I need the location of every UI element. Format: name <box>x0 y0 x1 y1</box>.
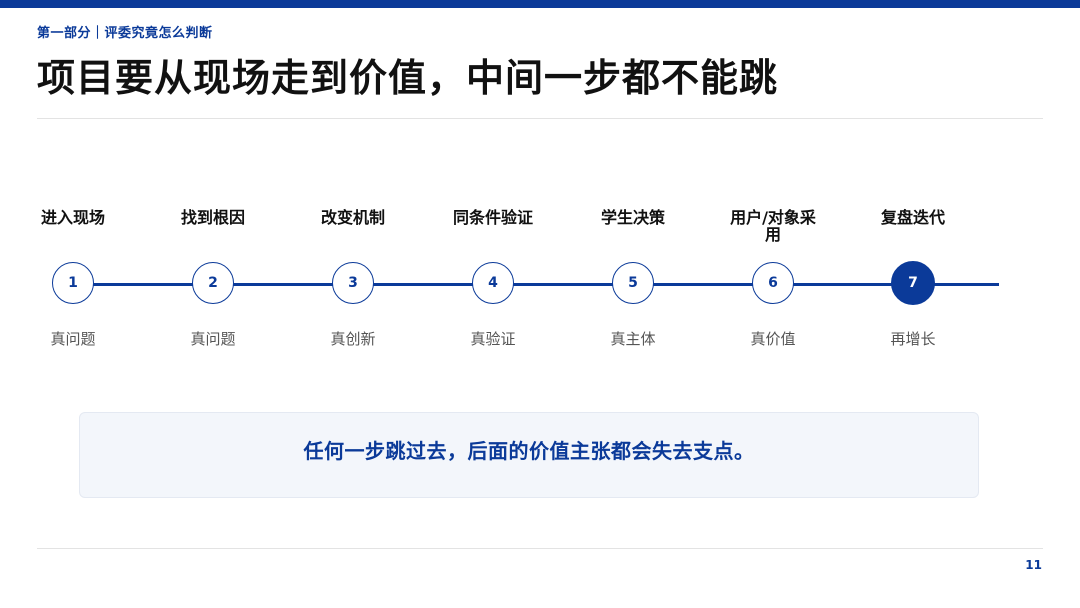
step-6: 用户/对象采用 6 真价值 <box>708 200 838 360</box>
page-title: 项目要从现场走到价值，中间一步都不能跳 <box>37 56 779 100</box>
step-caption: 真问题 <box>190 330 236 348</box>
step-label: 学生决策 <box>600 208 665 227</box>
step-number-circle-active: 7 <box>891 261 935 305</box>
top-accent-bar <box>0 0 1080 8</box>
step-number-circle: 6 <box>752 262 794 304</box>
callout-text: 任何一步跳过去，后面的价值主张都会失去支点。 <box>303 439 755 463</box>
step-label: 进入现场 <box>40 208 105 227</box>
step-caption: 真验证 <box>470 330 516 348</box>
step-number-circle: 4 <box>472 262 514 304</box>
step-label: 复盘迭代 <box>880 208 945 227</box>
process-flow: 进入现场 1 真问题 找到根因 2 真问题 改变机制 3 真创新 同条件验证 4… <box>8 200 999 360</box>
step-caption: 真主体 <box>610 330 656 348</box>
key-message-callout: 任何一步跳过去，后面的价值主张都会失去支点。 <box>79 412 979 498</box>
step-5: 学生决策 5 真主体 <box>568 200 698 360</box>
step-caption: 真价值 <box>750 330 796 348</box>
step-label: 同条件验证 <box>452 208 533 227</box>
step-caption: 真创新 <box>330 330 376 348</box>
timeline-line <box>73 283 999 286</box>
step-number-circle: 3 <box>332 262 374 304</box>
header-divider <box>37 118 1043 119</box>
step-4: 同条件验证 4 真验证 <box>428 200 558 360</box>
step-3: 改变机制 3 真创新 <box>288 200 418 360</box>
step-label: 改变机制 <box>320 208 385 227</box>
step-2: 找到根因 2 真问题 <box>148 200 278 360</box>
step-number-circle: 5 <box>612 262 654 304</box>
step-caption: 再增长 <box>890 330 936 348</box>
step-number-circle: 2 <box>192 262 234 304</box>
step-1: 进入现场 1 真问题 <box>8 200 138 360</box>
step-number-circle: 1 <box>52 262 94 304</box>
step-label: 用户/对象采用 <box>730 208 816 244</box>
footer-divider <box>37 548 1043 549</box>
step-caption: 真问题 <box>50 330 96 348</box>
step-7: 复盘迭代 7 再增长 <box>848 200 978 360</box>
section-label: 第一部分｜评委究竟怎么判断 <box>37 26 213 41</box>
page-number: 11 <box>1025 558 1042 572</box>
step-label: 找到根因 <box>180 208 245 227</box>
